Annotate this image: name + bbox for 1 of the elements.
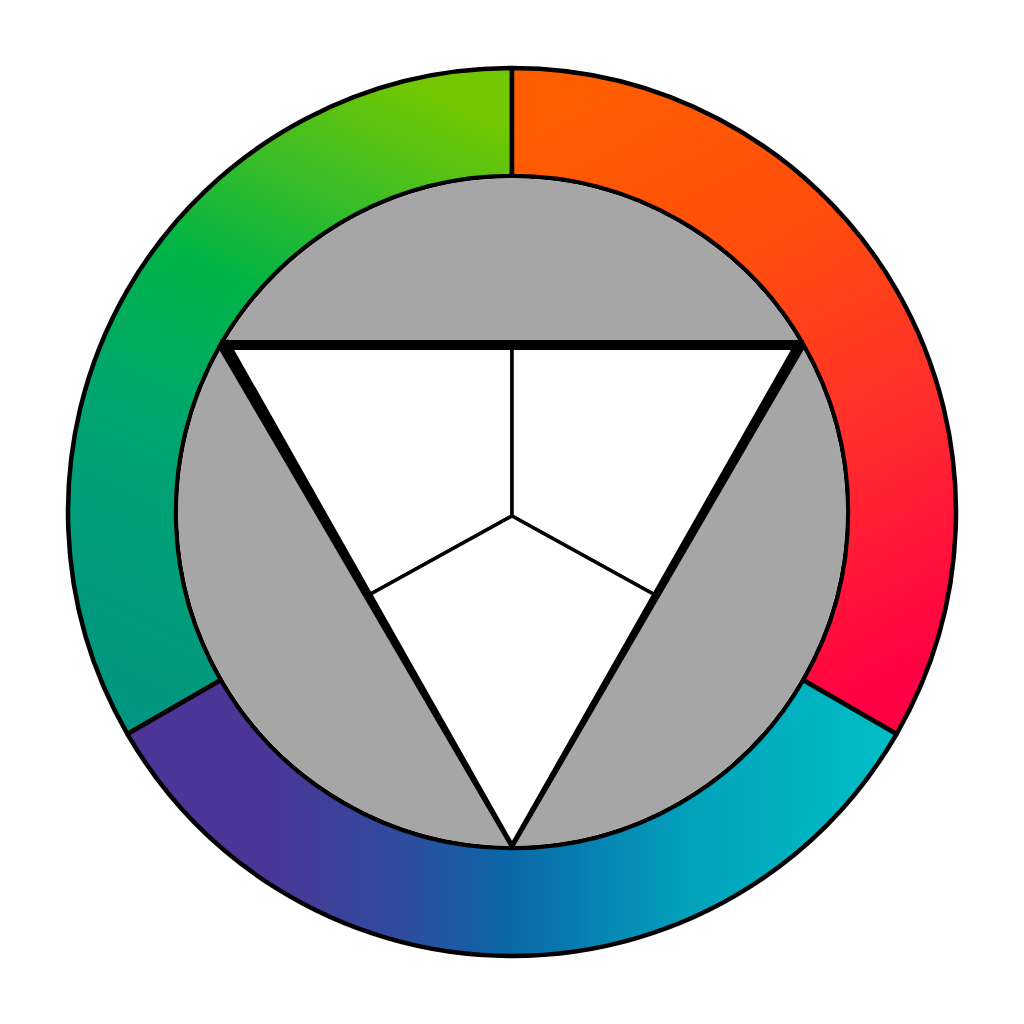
- color-ring: [64, 64, 960, 960]
